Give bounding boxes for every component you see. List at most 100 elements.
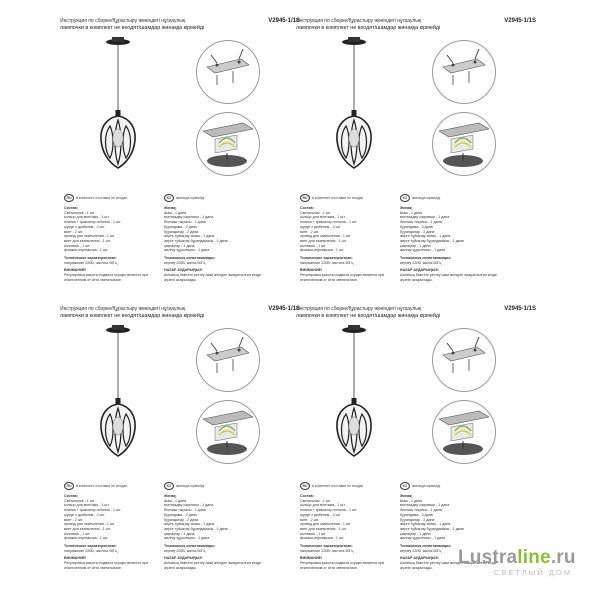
ru-list-item: флажок-перемычка - 1 шт. (64, 536, 108, 541)
kz-list-item: жерге тұйықтау бұрандамасы - 1 дана (164, 238, 228, 243)
kz-list-item: жерге тұйықтау сымы - 1 дана (164, 522, 215, 527)
ru-list-item: Светильник - 1 шт. (64, 210, 95, 215)
ru-list-item: винт для заземления - 1 шт. (64, 526, 111, 531)
kz-list-item: қақпақтар - 1 дана (164, 243, 195, 248)
ru-list-item: колпачки - 1 шт. (300, 531, 327, 536)
pendant-lamp-illustration (100, 325, 136, 457)
instruction-panel-1: Инструкция по сборке/Құрастыру жөніндегі… (60, 14, 306, 297)
ru-list-item: винт для заземления - 1 шт. (300, 526, 347, 531)
kz-list-item: Шам - 1 дана (164, 210, 187, 215)
ru-list-item: шуруп с дюбелем - 2 шт. (64, 224, 105, 229)
bulbs-note: лампочки в комплект не входят/шамдар жин… (296, 312, 441, 319)
wiring-detail (196, 400, 260, 464)
ru-list-item: кольцо для монтажа - 1 шт. (300, 503, 346, 508)
instruction-title: Инструкция по сборке/Құрастыру жөніндегі… (60, 306, 186, 312)
kz-list-item: бұрандама - 2 дана (400, 224, 433, 229)
instruction-title: Инструкция по сборке/Құрастыру жөніндегі… (60, 18, 186, 24)
ru-list-item: планка + фиксатор потолка - 1 шт. (64, 508, 122, 513)
pendant-lamp-illustration (100, 37, 136, 169)
bulbs-note: лампочки в комплект не входят/шамдар жин… (60, 24, 205, 31)
ru-list-item: флажок-перемычка - 1 шт. (64, 248, 108, 253)
kz-list-item: бұрандама - 2 дана (400, 512, 433, 517)
kz-list-item: бекіткіш тақтасы - 1 дана (400, 220, 442, 225)
kz-list-item: жалғау құрылғысы - 1 дана (400, 536, 446, 541)
wiring-detail (432, 112, 496, 176)
ru-list-item: винт для заземления - 1 шт. (300, 238, 347, 243)
ru-list-item: планка + фиксатор потолка - 1 шт. (300, 220, 358, 225)
kz-list-item: қақпақтар - 1 дана (164, 531, 195, 536)
kz-list-item: Шам - 1 дана (164, 498, 187, 503)
panel-header: Инструкция по сборке/Құрастыру жөніндегі… (296, 306, 536, 319)
ru-list-item: Светильник - 1 шт. (300, 498, 331, 503)
kz-list-item: жалғау құрылғысы - 1 дана (164, 536, 210, 541)
kz-list-item: жалғау құрылғысы - 1 дана (164, 248, 210, 253)
instruction-panel-3: Инструкция по сборке/Құрастыру жөніндегі… (60, 302, 306, 585)
ru-contents: Состав: Светильник - 1 шт.кольцо для мон… (64, 494, 164, 571)
ru-list-item: шуруп с дюбелем - 2 шт. (300, 512, 341, 517)
ru-contents: Состав: Светильник - 1 шт.кольцо для мон… (64, 206, 164, 283)
ru-contents: Состав: Светильник - 1 шт.кольцо для мон… (300, 206, 400, 283)
pendant-lamp-illustration (336, 325, 372, 457)
mounting-plate-detail (196, 328, 260, 392)
kz-list-item: Шам - 1 дана (400, 210, 423, 215)
kz-list-item: жерге тұйықтау бұрандамасы - 1 дана (400, 526, 464, 531)
model-number: V2945-1/1S (504, 306, 536, 312)
ru-list-item: винт - 2 шт. (64, 229, 83, 234)
kz-list-item: бұрандалар - 2 дана (164, 517, 199, 522)
mounting-plate-detail (432, 328, 496, 392)
ru-list-item: флажок-перемычка - 1 шт. (300, 248, 344, 253)
ru-list-item: провод для заземления - 1 шт. (64, 234, 116, 239)
kz-list-item: монтаждау сақинасы - 1 дана (400, 215, 450, 220)
kz-list-item: жерге тұйықтау сымы - 1 дана (400, 522, 451, 527)
mounting-plate-detail (432, 40, 496, 104)
ru-list-item: провод для заземления - 1 шт. (300, 234, 352, 239)
kz-list-item: жерге тұйықтау бұрандамасы - 1 дана (400, 238, 464, 243)
ru-list-item: колпачки - 1 шт. (64, 243, 91, 248)
kz-list-item: бекіткіш тақтасы - 1 дана (164, 508, 206, 513)
ru-list-item: Светильник - 1 шт. (300, 210, 331, 215)
ru-list-item: планка + фиксатор потолка - 1 шт. (300, 508, 358, 513)
ru-list-item: Светильник - 1 шт. (64, 498, 95, 503)
ru-list-item: флажок-перемычка - 1 шт. (300, 536, 344, 541)
kz-list-item: жерге тұйықтау сымы - 1 дана (400, 234, 451, 239)
instruction-title: Инструкция по сборке/Құрастыру жөніндегі… (296, 306, 422, 312)
ru-list-item: винт - 2 шт. (64, 517, 83, 522)
kz-list-item: бұрандалар - 2 дана (400, 229, 435, 234)
model-number: V2945-1/1S (504, 18, 536, 24)
ru-list-item: кольцо для монтажа - 1 шт. (64, 503, 110, 508)
ru-list-item: провод для заземления - 1 шт. (300, 522, 352, 527)
kz-list-item: монтаждау сақинасы - 1 дана (164, 503, 214, 508)
kz-list-item: бекіткіш тақтасы - 1 дана (164, 220, 206, 225)
kz-list-item: бұрандалар - 2 дана (164, 229, 199, 234)
mounting-plate-detail (196, 40, 260, 104)
ru-list-item: колпачки - 1 шт. (64, 531, 91, 536)
kz-list-item: монтаждау сақинасы - 1 дана (400, 503, 450, 508)
kz-list-item: жерге тұйықтау сымы - 1 дана (164, 234, 215, 239)
bulbs-note: лампочки в комплект не входят/шамдар жин… (60, 312, 205, 319)
ru-list-item: провод для заземления - 1 шт. (64, 522, 116, 527)
watermark-tagline: СВЕТЛЫЙ ДОМ (494, 568, 573, 577)
ru-list-item: кольцо для монтажа - 1 шт. (300, 215, 346, 220)
kz-list-item: монтаждау сақинасы - 1 дана (164, 215, 214, 220)
ru-list-item: кольцо для монтажа - 1 шт. (64, 215, 110, 220)
ru-list-item: винт для заземления - 1 шт. (64, 238, 111, 243)
ru-list-item: планка + фиксатор потолка - 1 шт. (64, 220, 122, 225)
model-number: V2945-1/1S (268, 18, 300, 24)
kz-list-item: қақпақтар - 1 дана (400, 531, 431, 536)
panel-header: Инструкция по сборке/Құрастыру жөніндегі… (296, 18, 536, 31)
watermark-logo: Lustraline.ru (458, 547, 576, 568)
model-number: V2945-1/1S (268, 306, 300, 312)
bulbs-note: лампочки в комплект не входят/шамдар жин… (296, 24, 441, 31)
kz-list-item: бұрандалар - 2 дана (400, 517, 435, 522)
panel-header: Инструкция по сборке/Құрастыру жөніндегі… (60, 306, 300, 319)
